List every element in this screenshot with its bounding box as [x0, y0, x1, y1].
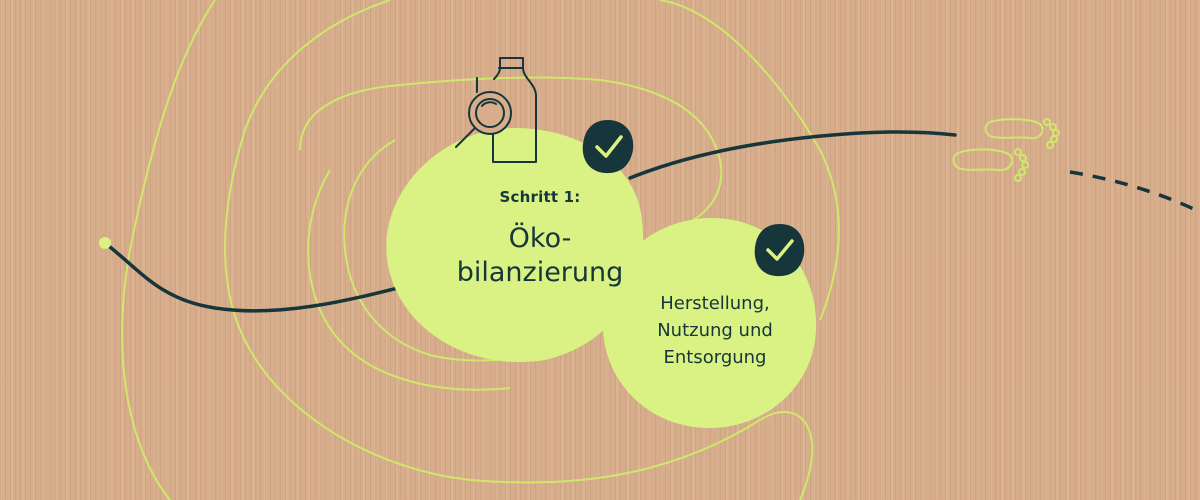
step-title: Öko- bilanzierung	[430, 222, 650, 290]
contour-top-right	[659, 0, 840, 321]
footprints-icon	[952, 118, 1060, 182]
checkmark-icon	[754, 224, 805, 277]
contour-lines	[121, 0, 840, 500]
step-circle	[386, 128, 644, 363]
step-title-line-1: Öko-	[508, 223, 572, 254]
step-label: Schritt 1:	[499, 188, 581, 206]
detail-line-1: Herstellung,	[660, 293, 770, 314]
contour-mid	[299, 76, 723, 233]
detail-line-3: Entsorgung	[663, 347, 767, 368]
contour-inner-2	[307, 169, 511, 391]
path-line-dashed	[1069, 170, 1200, 214]
step-title-line-2: bilanzierung	[456, 257, 624, 288]
contour-outer	[121, 0, 216, 500]
contour-inner	[343, 139, 561, 362]
bottle-magnifier-icon	[455, 57, 537, 163]
contour-outer-2	[224, 0, 814, 500]
path-line-right	[628, 130, 957, 180]
detail-text: Herstellung, Nutzung und Entsorgung	[615, 290, 815, 371]
detail-line-2: Nutzung und	[657, 320, 773, 341]
checkmark-icon	[582, 120, 634, 174]
path-start-dot	[99, 237, 111, 249]
path-line-left	[103, 241, 412, 313]
